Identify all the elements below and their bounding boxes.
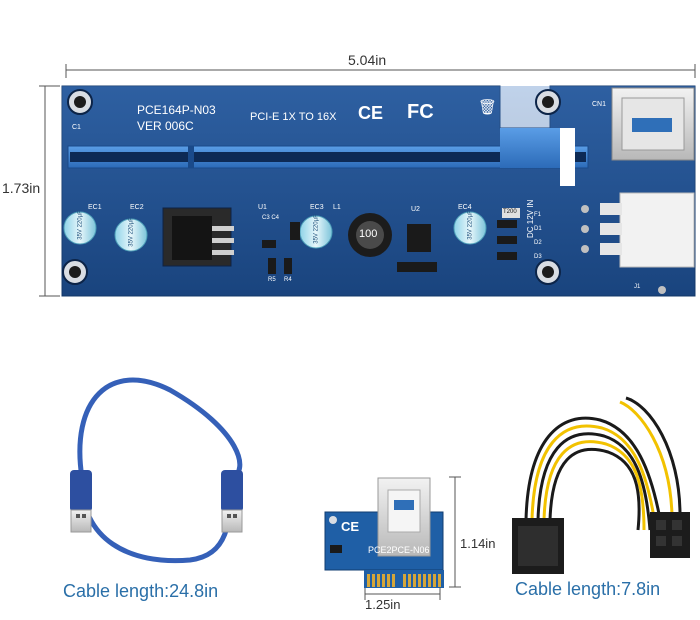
silkscreen-ec3: EC3 <box>310 204 324 211</box>
riser-height-label: 1.73in <box>2 180 41 196</box>
silkscreen-d1: D1 <box>534 226 542 232</box>
riser-model-text: PCE164P-N03 <box>137 103 216 117</box>
adapter-height-label: 1.14in <box>460 536 496 551</box>
silkscreen-d3: D3 <box>534 254 542 260</box>
adapter-ce-mark: CE <box>341 519 360 534</box>
silkscreen-j1: J1 <box>634 284 641 290</box>
mounting-holes <box>62 89 561 285</box>
ic-chips <box>262 208 520 274</box>
riser-version-text: VER 006C <box>137 119 194 133</box>
silkscreen-u1: U1 <box>258 204 267 211</box>
width-dimension <box>65 64 696 78</box>
silkscreen-ec2: EC2 <box>130 204 144 211</box>
inductor <box>348 213 392 257</box>
silkscreen-ec4: EC4 <box>458 204 472 211</box>
riser-width-label: 5.04in <box>348 52 387 68</box>
usb-cable-caption: Cable length:24.8in <box>63 581 219 601</box>
adapter-model-text: PCE2PCE-N06 <box>368 545 430 555</box>
height-dimension <box>39 85 60 297</box>
silkscreen-ec1: EC1 <box>88 204 102 211</box>
inductor-value: 100 <box>359 228 378 240</box>
molex-power-connector <box>581 192 695 294</box>
capacitors <box>63 211 487 252</box>
silkscreen-u2: U2 <box>411 206 420 213</box>
ce-mark: CE <box>358 103 384 123</box>
silkscreen-f1: F1 <box>534 212 542 218</box>
silkscreen-c1: C1 <box>72 124 81 131</box>
riser-interface-text: PCI-E 1X TO 16X <box>250 111 337 123</box>
weee-bin-icon: 🗑 <box>478 99 498 116</box>
silkscreen-d2: D2 <box>534 240 542 246</box>
silkscreen-r4: R4 <box>284 277 292 283</box>
power-cable-caption: Cable length:7.8in <box>515 579 661 599</box>
fc-mark: FC <box>407 101 434 123</box>
silkscreen-c3c4: C3 C4 <box>262 215 280 221</box>
silkscreen-fuse: T200 <box>503 209 517 215</box>
pcie-x16-slot <box>67 128 589 186</box>
usb-port <box>611 87 695 161</box>
adapter-width-label: 1.25in <box>365 597 401 612</box>
silkscreen-cn1: CN1 <box>592 101 607 108</box>
silkscreen-r5: R5 <box>268 277 276 283</box>
voltage-regulator <box>162 207 234 267</box>
silkscreen-l1: L1 <box>333 204 341 211</box>
